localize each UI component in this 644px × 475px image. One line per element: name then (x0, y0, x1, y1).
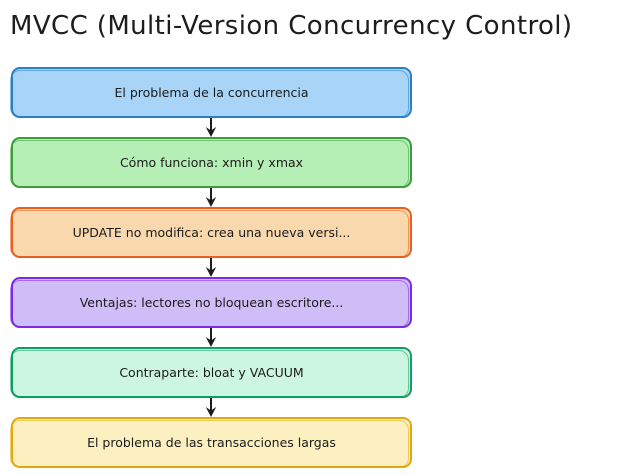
flow-connector (11, 188, 412, 207)
flow-connector (11, 258, 412, 277)
flow-node-3[interactable]: UPDATE no modifica: crea una nueva versi… (10, 207, 412, 258)
flow-node-label: UPDATE no modifica: crea una nueva versi… (72, 224, 351, 240)
flow-node-label: Cómo funciona: xmin y xmax (119, 154, 304, 170)
flow-node-label: Ventajas: lectores no bloquean escritore… (79, 294, 344, 310)
flow-node-row: El problema de la concurrencia (10, 67, 412, 118)
flow-node-row: Cómo funciona: xmin y xmax (10, 137, 412, 188)
flow-node-1[interactable]: El problema de la concurrencia (10, 67, 412, 118)
flow-node-5[interactable]: Contraparte: bloat y VACUUM (10, 347, 412, 398)
flow-node-row: UPDATE no modifica: crea una nueva versi… (10, 207, 412, 258)
arrow-down-icon (205, 188, 217, 207)
flow-connector (11, 118, 412, 137)
flow-node-row: Ventajas: lectores no bloquean escritore… (10, 277, 412, 328)
flow-node-4[interactable]: Ventajas: lectores no bloquean escritore… (10, 277, 412, 328)
flow-node-2[interactable]: Cómo funciona: xmin y xmax (10, 137, 412, 188)
flow-node-label: El problema de la concurrencia (114, 84, 309, 100)
flow-node-label: Contraparte: bloat y VACUUM (119, 364, 304, 380)
flow-node-row: El problema de las transacciones largas (10, 417, 412, 468)
flow-node-row: Contraparte: bloat y VACUUM (10, 347, 412, 398)
arrow-down-icon (205, 258, 217, 277)
arrow-down-icon (205, 118, 217, 137)
flow-connector (11, 398, 412, 417)
flow-node-label: El problema de las transacciones largas (87, 434, 336, 450)
flow-node-6[interactable]: El problema de las transacciones largas (10, 417, 412, 468)
arrow-down-icon (205, 398, 217, 417)
page-title: MVCC (Multi-Version Concurrency Control) (10, 11, 573, 41)
flow-connector (11, 328, 412, 347)
arrow-down-icon (205, 328, 217, 347)
